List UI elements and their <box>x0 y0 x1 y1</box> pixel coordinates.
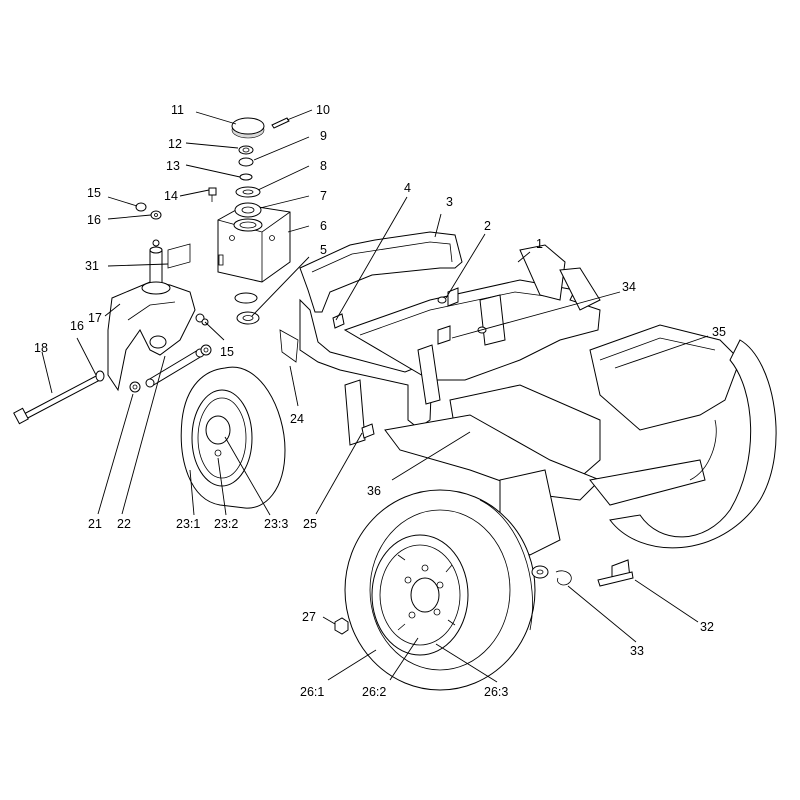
leader-lines <box>41 109 709 683</box>
callout-3: 3 <box>446 195 453 209</box>
callout-12: 12 <box>168 137 182 151</box>
callout-9: 9 <box>320 129 327 143</box>
callout-16-lower: 16 <box>70 319 84 333</box>
callout-16-upper: 16 <box>87 213 101 227</box>
callout-34: 34 <box>622 280 636 294</box>
callout-8: 8 <box>320 159 327 173</box>
callout-36: 36 <box>367 484 381 498</box>
callout-26-1: 26:1 <box>300 685 324 699</box>
rear-right-wheel <box>609 339 777 549</box>
callout-18: 18 <box>34 341 48 355</box>
misc-parts <box>279 287 634 635</box>
callout-7: 7 <box>320 189 327 203</box>
callout-4: 4 <box>404 181 411 195</box>
callout-26-3: 26:3 <box>484 685 508 699</box>
callout-15-lower: 15 <box>220 345 234 359</box>
callout-5: 5 <box>320 243 327 257</box>
callout-21: 21 <box>88 517 102 531</box>
callout-2: 2 <box>484 219 491 233</box>
callout-23-2: 23:2 <box>214 517 238 531</box>
caster-fork <box>107 239 196 392</box>
callout-22: 22 <box>117 517 131 531</box>
callout-35: 35 <box>712 325 726 339</box>
callout-17: 17 <box>88 311 102 325</box>
callout-27: 27 <box>302 610 316 624</box>
callout-33: 33 <box>630 644 644 658</box>
callout-25: 25 <box>303 517 317 531</box>
callout-11: 11 <box>171 103 184 117</box>
rear-left-wheel <box>344 489 536 691</box>
caster-wheel <box>180 366 286 509</box>
callout-26-2: 26:2 <box>362 685 386 699</box>
callout-6: 6 <box>320 219 327 233</box>
callout-23-3: 23:3 <box>264 517 288 531</box>
callout-24: 24 <box>290 412 304 426</box>
callout-14: 14 <box>164 189 178 203</box>
callout-1: 1 <box>536 237 543 251</box>
main-frame <box>299 231 741 556</box>
callout-15-upper: 15 <box>87 186 101 200</box>
callout-labels: 11 10 12 9 13 8 14 7 15 16 6 4 3 2 1 31 … <box>34 103 726 699</box>
callout-32: 32 <box>700 620 714 634</box>
callout-10: 10 <box>316 103 330 117</box>
callout-13: 13 <box>166 159 180 173</box>
callout-31: 31 <box>85 259 99 273</box>
caster-stack <box>135 117 290 325</box>
callout-23-1: 23:1 <box>176 517 200 531</box>
